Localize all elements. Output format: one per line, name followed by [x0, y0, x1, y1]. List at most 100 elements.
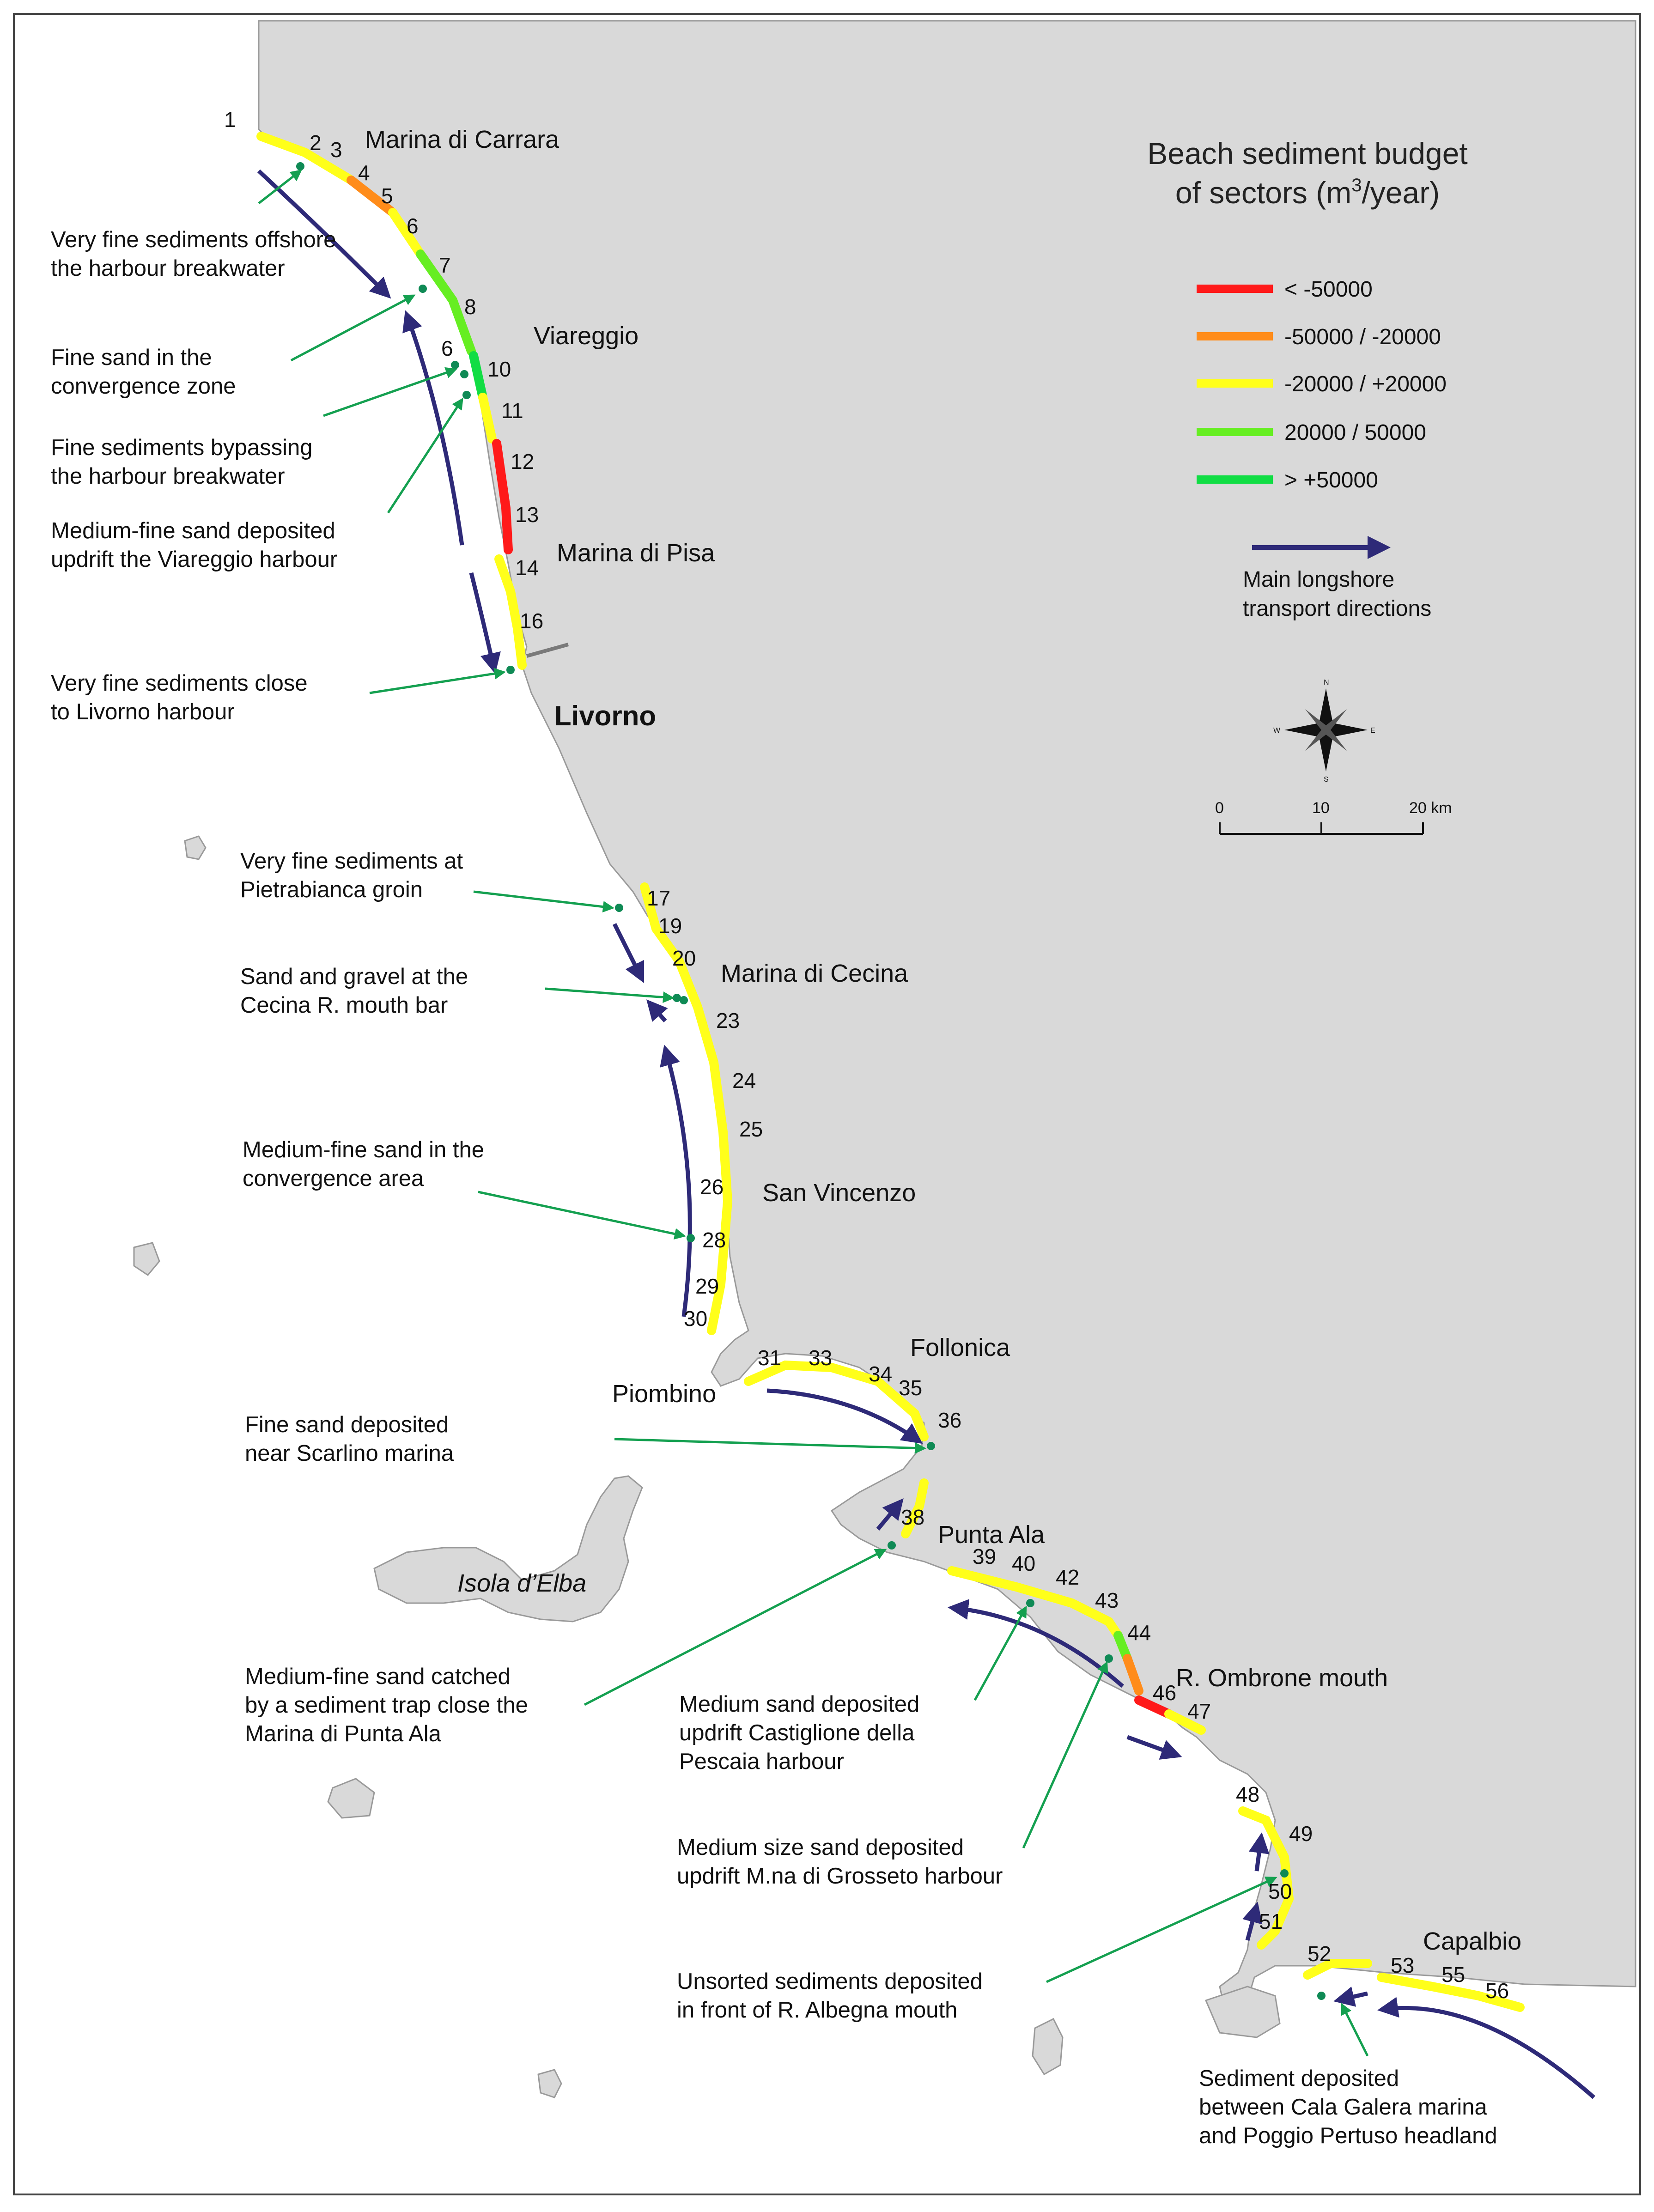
island-montecristo — [1204, 1986, 1281, 2038]
arrow-albegna-north-1 — [1248, 1832, 1270, 1872]
sector-number: 28 — [702, 1228, 726, 1252]
arrow-pisa-south — [469, 572, 501, 674]
sector-number: 48 — [1236, 1782, 1259, 1806]
scale-bar: 0 10 20 km — [1215, 799, 1452, 835]
sector-53-56 — [1377, 1973, 1525, 2012]
sector-number: 49 — [1289, 1822, 1313, 1846]
sector-6 — [388, 208, 425, 259]
sector-number: 44 — [1127, 1621, 1151, 1645]
legend-label: -50000 / -20000 — [1284, 325, 1441, 349]
legend-label: < -50000 — [1284, 277, 1373, 302]
sector-1-3 — [256, 132, 356, 185]
sector-38 — [901, 1478, 929, 1538]
sector-number: 12 — [511, 450, 534, 474]
arrow-follonica-south — [766, 1388, 923, 1444]
sector-39-43 — [947, 1566, 1123, 1640]
sector-number: 26 — [700, 1175, 724, 1199]
sector-number: 30 — [684, 1307, 707, 1331]
livorno-breakwater — [526, 643, 569, 658]
compass-w: W — [1273, 727, 1281, 735]
sector-46 — [1134, 1695, 1174, 1719]
place-follonica: Follonica — [910, 1334, 1010, 1361]
legend-label: > +50000 — [1284, 468, 1378, 492]
sector-number: 53 — [1391, 1953, 1414, 1977]
arrow-calagalera-west — [1333, 1986, 1368, 2007]
sector-number: 56 — [1485, 1979, 1509, 2003]
sector-4-5 — [347, 176, 397, 217]
sector-31-36 — [744, 1360, 929, 1441]
arrow-pietrabianca-south — [612, 923, 645, 984]
sector-number: 7 — [439, 253, 451, 277]
sector-number: 10 — [487, 357, 511, 381]
map-border — [13, 13, 1641, 2195]
legend-subtitle: of sectors (m3/year) — [1175, 175, 1440, 210]
place-piombino: Piombino — [612, 1380, 716, 1408]
place-marina-di-carrara: Marina di Carrara — [365, 126, 559, 153]
sector-number: 13 — [515, 503, 539, 527]
sector-14-16 — [494, 554, 527, 670]
sector-number: 8 — [464, 295, 476, 319]
leader-lines — [258, 169, 1369, 2057]
arrow-sanvincenzo-north — [660, 1045, 692, 1317]
sector-number: 35 — [899, 1376, 922, 1400]
island-elba — [373, 1475, 643, 1623]
arrow-puntaala-north — [876, 1498, 904, 1531]
island-giannutri — [537, 2069, 562, 2098]
place-marina-di-pisa: Marina di Pisa — [557, 539, 715, 567]
sector-number: 17 — [647, 886, 670, 910]
place-isola-elba: Isola d’Elba — [457, 1569, 586, 1597]
sector-number: 50 — [1268, 1879, 1292, 1903]
sector-numbers: 1 2 3 4 5 6 7 8 6 10 11 12 13 14 16 17 1… — [224, 108, 1509, 2003]
compass-s: S — [1324, 776, 1329, 784]
sector-number: 4 — [358, 161, 370, 185]
island-giglio — [1032, 2018, 1064, 2076]
sector-number: 39 — [973, 1544, 996, 1568]
legend-arrow-label: transport directions — [1243, 596, 1431, 621]
sector-number: 1 — [224, 108, 236, 132]
place-punta-ala: Punta Ala — [938, 1521, 1045, 1549]
sector-number: 25 — [739, 1117, 763, 1141]
sector-number: 14 — [515, 556, 539, 580]
sector-number: 19 — [658, 914, 682, 938]
scale-label: 10 — [1312, 799, 1330, 817]
arrow-cecina-north — [646, 999, 668, 1022]
legend: Beach sediment budget of sectors (m3/yea… — [1147, 136, 1467, 621]
compass-n: N — [1324, 679, 1329, 687]
sector-48-51 — [1238, 1806, 1294, 1950]
sector-number: 11 — [501, 399, 523, 423]
sector-number: 29 — [695, 1274, 719, 1298]
legend-label: 20000 / 50000 — [1284, 420, 1426, 445]
sector-number: 38 — [901, 1505, 924, 1529]
legend-label: -20000 / +20000 — [1284, 372, 1447, 396]
sector-number: 40 — [1012, 1551, 1035, 1575]
place-marina-di-cecina: Marina di Cecina — [721, 960, 908, 987]
arrow-ombrone-south — [1126, 1735, 1182, 1760]
sector-12-13 — [492, 439, 513, 554]
place-viareggio: Viareggio — [534, 322, 638, 350]
sector-number: 3 — [330, 138, 342, 162]
arrow-carrara-south — [257, 169, 391, 299]
sector-number: 6 — [407, 214, 419, 238]
sector-number: 34 — [869, 1362, 892, 1386]
transport-arrows — [257, 169, 1595, 2099]
scale-label: 0 — [1215, 799, 1224, 817]
sector-number: 6 — [441, 336, 453, 360]
arrow-capalbio-west — [1377, 1997, 1595, 2099]
sector-number: 46 — [1153, 1681, 1176, 1705]
island-pianosa — [327, 1778, 375, 1819]
sector-number: 55 — [1441, 1963, 1465, 1987]
island-gorgona — [133, 1242, 160, 1276]
deposit-dots — [296, 162, 1326, 2000]
arrow-albegna-north-2 — [1242, 1902, 1263, 1941]
